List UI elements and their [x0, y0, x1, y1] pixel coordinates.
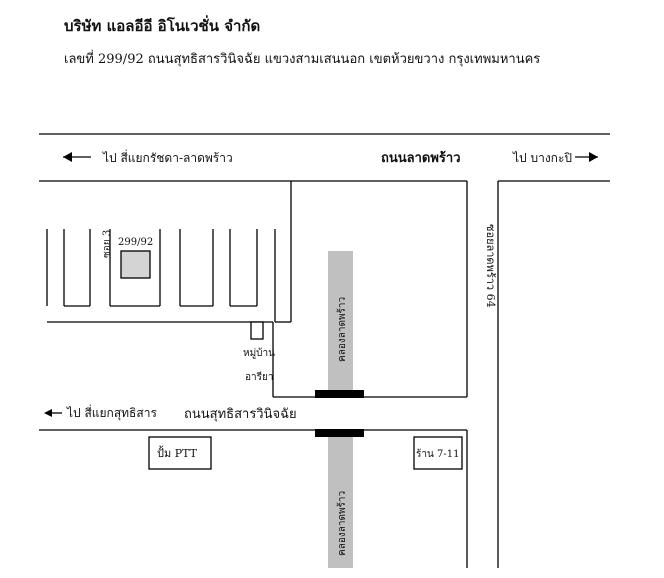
header: บริษัท แอลอีอี อิโนเวชั่น จำกัด เลขที่ 2… — [64, 14, 540, 69]
canal-lower-label: คลองลาดพร้าว — [336, 491, 348, 556]
company-name: บริษัท แอลอีอี อิโนเวชั่น จำกัด — [64, 17, 261, 35]
seven-eleven-label: ร้าน 7-11 — [416, 448, 459, 460]
arrow-left-head-icon — [44, 409, 52, 417]
soi-3-label: ซอย 3 — [102, 230, 113, 258]
soi-lat-phrao-64-label: ซอยลาดพร้าว 64 — [484, 224, 497, 308]
ptt-label: ปั้ม PTT — [157, 445, 198, 460]
bridge-icon — [315, 429, 364, 437]
village-marker — [250, 321, 264, 340]
village-label-line2: อารียา — [245, 371, 273, 383]
company-building-marker — [120, 250, 151, 279]
to-ratchada-label: ไป สี่แยกรัชดา-ลาดพร้าว — [102, 149, 233, 165]
arrow-right-head-icon — [589, 152, 598, 162]
ptt-station-box — [148, 436, 212, 470]
canal-upper-label: คลองลาดพร้าว — [336, 297, 348, 362]
canal-upper — [328, 251, 353, 397]
bridge-icon — [315, 390, 364, 398]
lat-phrao-road-label: ถนนลาดพร้าว — [381, 150, 461, 166]
sutthisan-road-label: ถนนสุทธิสารวินิจฉัย — [184, 407, 297, 422]
village-label-line1: หมู่บ้าน — [243, 347, 275, 359]
company-address: เลขที่ 299/92 ถนนสุทธิสารวินิจฉัย แขวงสา… — [64, 52, 541, 67]
canal-lower — [328, 430, 353, 568]
to-bangkapi-label: ไป บางกะปิ — [512, 151, 572, 165]
building-number-label: 299/92 — [118, 237, 153, 248]
seven-eleven-box — [413, 436, 463, 470]
to-sutthisan-label: ไป สี่แยกสุทธิสาร — [66, 404, 157, 421]
arrow-left-head-icon — [63, 152, 72, 162]
